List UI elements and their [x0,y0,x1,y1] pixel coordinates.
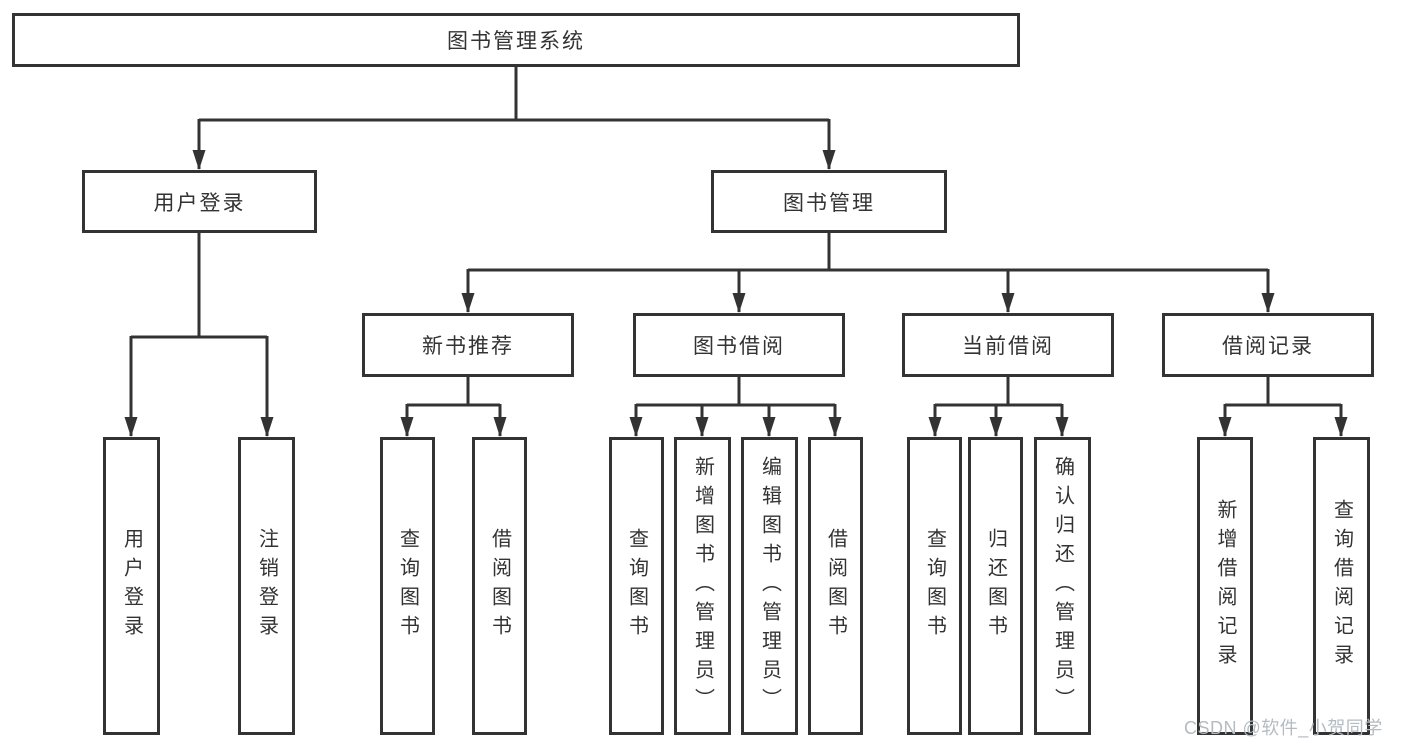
leaf-query-borrow-record: 查询借阅记录 [1313,437,1370,735]
leaf-user-login: 用户登录 [103,437,160,735]
leaf-return-book: 归还图书 [968,437,1023,735]
node-borrow-records: 借阅记录 [1162,313,1374,377]
node-user-login: 用户登录 [82,170,317,233]
leaf-edit-book-admin: 编辑图书（管理员） [741,437,798,735]
leaf-add-borrow-record: 新增借阅记录 [1197,437,1253,735]
leaf-borrow-books: 借阅图书 [808,437,863,735]
leaf-borrow-books-recommend: 借阅图书 [472,437,527,735]
leaf-add-book-admin: 新增图书（管理员） [674,437,731,735]
leaf-query-books-recommend: 查询图书 [380,437,435,735]
leaf-logout: 注销登录 [238,437,295,735]
leaf-query-books-borrow: 查询图书 [609,437,664,735]
node-root-system-title: 图书管理系统 [12,13,1020,67]
leaf-query-books-current: 查询图书 [907,437,962,735]
node-new-book-recommend: 新书推荐 [362,313,574,377]
node-current-borrow: 当前借阅 [902,313,1114,377]
node-book-borrow: 图书借阅 [633,313,845,377]
csdn-watermark: CSDN @软件_小贺同学 [1184,718,1383,738]
node-book-management: 图书管理 [711,170,947,233]
leaf-confirm-return-admin: 确认归还（管理员） [1034,437,1091,735]
